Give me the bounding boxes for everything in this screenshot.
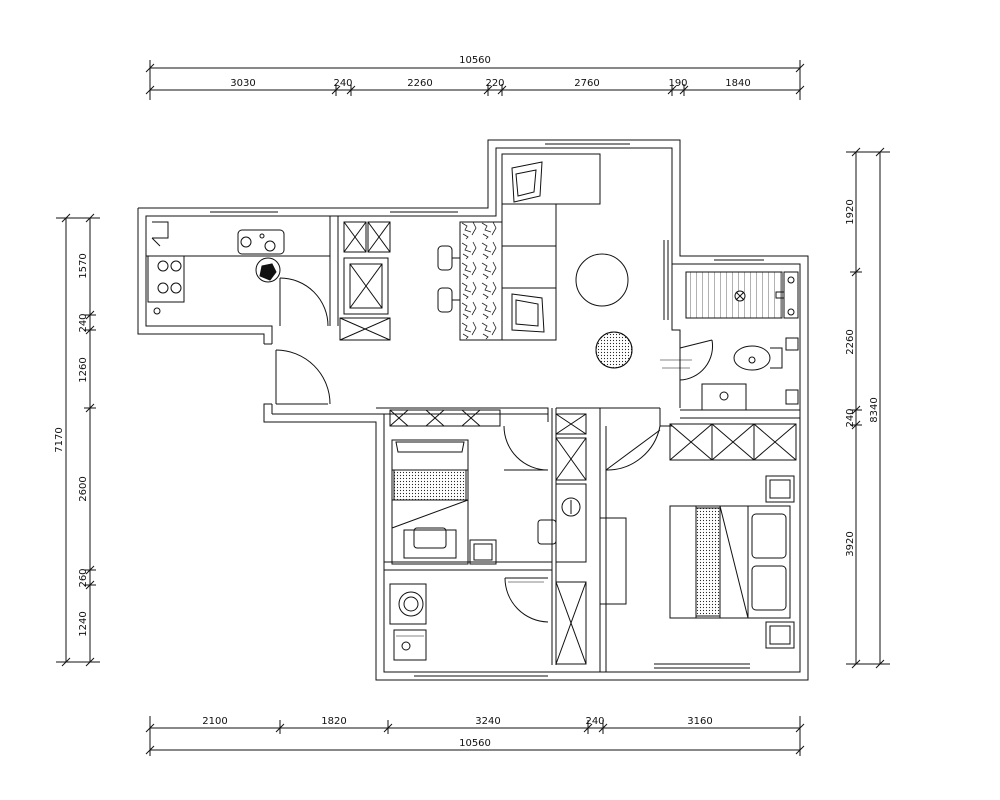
top-seg-2: 240 [333, 78, 352, 89]
dimension-labels: 10560 3030 240 2260 220 2760 190 1840 21… [54, 55, 880, 749]
bottom-seg-2: 1820 [321, 716, 346, 727]
left-seg-2: 240 [78, 313, 89, 332]
bathroom-fixtures [685, 271, 799, 411]
doors [275, 277, 714, 623]
top-seg-6: 190 [668, 78, 687, 89]
master-bed [669, 475, 795, 649]
bottom-seg-4: 240 [585, 716, 604, 727]
master-wardrobe [669, 423, 797, 461]
right-seg-1: 1920 [845, 199, 856, 224]
living-sofa [501, 153, 629, 341]
kitchen-person-figure [255, 257, 281, 283]
bottom-seg-1: 2100 [202, 716, 227, 727]
right-seg-2: 2260 [845, 329, 856, 354]
corridor-cabinets [537, 413, 587, 665]
left-seg-1: 1570 [78, 253, 89, 278]
top-seg-1: 3030 [230, 78, 255, 89]
round-stool [595, 331, 633, 369]
dining-table [437, 221, 503, 341]
bottom-seg-5: 3160 [687, 716, 712, 727]
top-seg-7: 1840 [725, 78, 750, 89]
living-tv-cabinet [599, 517, 627, 605]
left-total-label: 7170 [54, 427, 65, 452]
right-seg-4: 3920 [845, 531, 856, 556]
left-seg-5: 260 [78, 568, 89, 587]
interior-walls [271, 216, 801, 672]
right-seg-3: 240 [845, 408, 856, 427]
left-seg-3: 1260 [78, 357, 89, 382]
kitchen-counter [145, 215, 331, 315]
bedroom2-wardrobe [389, 409, 501, 427]
bedroom2-chair-desk [403, 527, 497, 565]
left-seg-4: 2600 [78, 476, 89, 501]
windows [210, 139, 764, 681]
top-total-label: 10560 [459, 55, 491, 66]
right-total-label: 8340 [869, 397, 880, 422]
right-dimension-lines [846, 147, 890, 669]
bottom-seg-3: 3240 [475, 716, 500, 727]
top-seg-4: 220 [485, 78, 504, 89]
annotation-marks [396, 359, 692, 637]
bottom-dimension-lines [145, 716, 805, 756]
left-seg-6: 1240 [78, 611, 89, 636]
top-dimension-lines [145, 60, 805, 100]
bottom-total-label: 10560 [459, 738, 491, 749]
laundry-fixtures [389, 583, 427, 661]
bedroom2-bed [391, 439, 469, 565]
left-dimension-lines [56, 213, 100, 667]
top-seg-3: 2260 [407, 78, 432, 89]
kitchen-cabinets [339, 221, 391, 341]
top-seg-5: 2760 [574, 78, 599, 89]
